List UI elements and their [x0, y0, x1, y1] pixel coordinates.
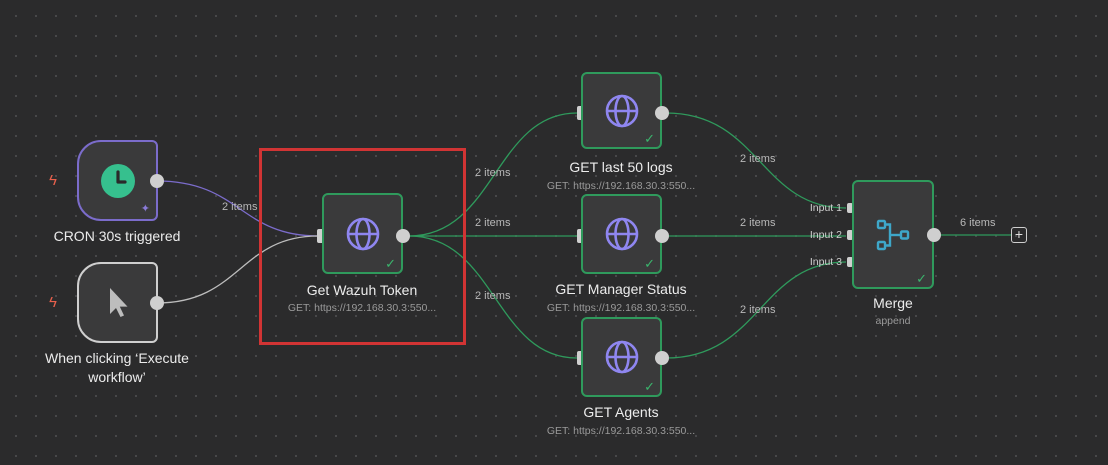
cron-node-title: CRON 30s triggered — [53, 228, 181, 244]
checkmark-icon: ✓ — [385, 256, 396, 271]
token-input-handle[interactable] — [317, 229, 325, 243]
selection-rectangle — [259, 148, 466, 345]
token-node-title: Get Wazuh Token — [306, 282, 418, 298]
manual-output-handle[interactable] — [150, 296, 164, 310]
merge-input-2-handle[interactable] — [847, 230, 853, 240]
edge-label-agents-to-merge: 2 items — [740, 304, 776, 316]
merge-input-3-handle[interactable] — [847, 257, 853, 267]
logs-node-subtitle: GET: https://192.168.30.3:550... — [546, 180, 696, 192]
cursor-icon — [109, 287, 127, 317]
node-cron-trigger[interactable]: ✦ — [77, 140, 158, 221]
merge-input-1-handle[interactable] — [847, 203, 853, 213]
logs-node-title: GET last 50 logs — [569, 159, 673, 175]
edge-manual-to-token — [156, 235, 319, 304]
edge-label-logs-to-merge: 2 items — [740, 153, 776, 165]
edge-label-token-to-agents: 2 items — [475, 290, 511, 302]
clock-icon — [100, 163, 135, 198]
status-output-handle[interactable] — [655, 229, 669, 243]
add-node-button[interactable]: + — [1011, 227, 1027, 243]
edge-label-token-to-status: 2 items — [475, 217, 511, 229]
checkmark-icon: ✓ — [644, 131, 655, 146]
edge-cron-to-token — [156, 180, 319, 237]
checkmark-icon: ✓ — [644, 256, 655, 271]
globe-icon — [605, 217, 638, 251]
edge-label-cron-to-token: 2 items — [222, 201, 258, 213]
plus-icon: + — [1014, 226, 1024, 242]
merge-node-title: Merge — [873, 295, 913, 311]
agents-node-subtitle: GET: https://192.168.30.3:550... — [546, 425, 696, 437]
status-node-title: GET Manager Status — [555, 281, 687, 297]
node-merge[interactable]: ✓ — [852, 180, 934, 289]
merge-output-handle[interactable] — [927, 228, 941, 242]
token-node-subtitle: GET: https://192.168.30.3:550... — [287, 302, 437, 314]
node-get-last-50-logs[interactable]: ✓ — [581, 72, 662, 149]
logs-output-handle[interactable] — [655, 106, 669, 120]
edge-logs-to-merge — [665, 112, 847, 209]
edge-label-status-to-merge: 2 items — [740, 217, 776, 229]
lightning-icon: ϟ — [49, 294, 57, 311]
globe-icon — [346, 217, 379, 250]
merge-input-1-label: Input 1 — [809, 202, 842, 214]
globe-icon — [605, 94, 638, 127]
merge-node-subtitle: append — [875, 315, 911, 327]
node-manual-trigger[interactable] — [77, 262, 158, 343]
pin-icon: ✦ — [140, 203, 150, 215]
node-get-manager-status[interactable]: ✓ — [581, 194, 662, 274]
edge-label-merge-out: 6 items — [960, 217, 996, 229]
token-output-handle[interactable] — [396, 229, 410, 243]
checkmark-icon: ✓ — [916, 271, 927, 286]
status-node-subtitle: GET: https://192.168.30.3:550... — [546, 302, 696, 314]
lightning-icon: ϟ — [49, 172, 57, 189]
edge-agents-to-merge — [665, 261, 847, 359]
merge-input-2-label: Input 2 — [809, 229, 842, 241]
edge-label-token-to-logs: 2 items — [475, 167, 511, 179]
agents-output-handle[interactable] — [655, 351, 669, 365]
edge-token-to-agents — [408, 235, 578, 359]
cron-output-handle[interactable] — [150, 174, 164, 188]
agents-node-title: GET Agents — [583, 404, 659, 420]
merge-input-3-label: Input 3 — [809, 256, 842, 268]
merge-icon — [876, 219, 910, 250]
manual-node-title: When clicking ‘Execute workflow’ — [45, 350, 189, 385]
checkmark-icon: ✓ — [644, 379, 655, 394]
edge-token-to-logs — [408, 112, 578, 237]
globe-icon — [605, 340, 638, 374]
node-get-wazuh-token[interactable]: ✓ — [322, 193, 403, 274]
node-get-agents[interactable]: ✓ — [581, 317, 662, 397]
